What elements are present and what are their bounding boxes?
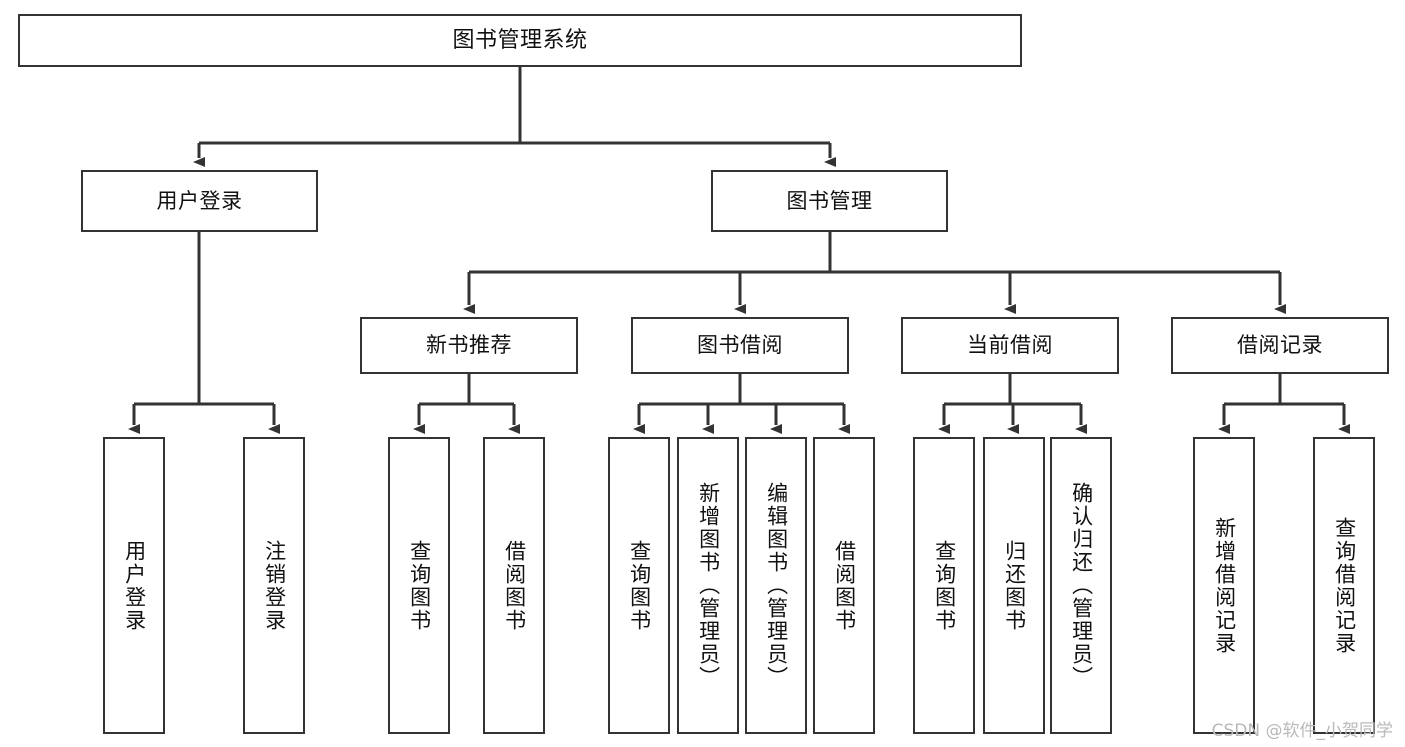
leaf-node[interactable]: 借阅图书 bbox=[483, 437, 545, 734]
node-new-book-recommend[interactable]: 新书推荐 bbox=[360, 317, 578, 374]
node-root[interactable]: 图书管理系统 bbox=[18, 14, 1022, 67]
leaf-node-label: 注销登录 bbox=[262, 539, 287, 632]
leaf-node-label: 借阅图书 bbox=[502, 539, 527, 632]
node-book-management-label: 图书管理 bbox=[786, 188, 873, 213]
leaf-node[interactable]: 借阅图书 bbox=[813, 437, 875, 734]
leaf-node-label: 确认归还（管理员） bbox=[1069, 482, 1094, 689]
node-user-login[interactable]: 用户登录 bbox=[81, 170, 318, 232]
node-book-borrow[interactable]: 图书借阅 bbox=[631, 317, 849, 374]
node-book-management[interactable]: 图书管理 bbox=[711, 170, 948, 232]
leaf-node[interactable]: 编辑图书（管理员） bbox=[745, 437, 807, 734]
leaf-node[interactable]: 查询图书 bbox=[913, 437, 975, 734]
leaf-node[interactable]: 用户登录 bbox=[103, 437, 165, 734]
leaf-node[interactable]: 查询图书 bbox=[608, 437, 670, 734]
node-current-borrow[interactable]: 当前借阅 bbox=[901, 317, 1119, 374]
node-borrow-record-label: 借阅记录 bbox=[1237, 333, 1323, 358]
leaf-node[interactable]: 归还图书 bbox=[983, 437, 1045, 734]
leaf-node-label: 借阅图书 bbox=[832, 539, 857, 632]
leaf-node-label: 新增借阅记录 bbox=[1212, 516, 1237, 655]
node-book-borrow-label: 图书借阅 bbox=[697, 333, 783, 358]
node-root-label: 图书管理系统 bbox=[452, 27, 588, 53]
leaf-node-label: 归还图书 bbox=[1002, 539, 1027, 632]
leaf-node[interactable]: 新增借阅记录 bbox=[1193, 437, 1255, 734]
leaf-node-label: 查询图书 bbox=[627, 539, 652, 632]
node-current-borrow-label: 当前借阅 bbox=[967, 333, 1053, 358]
node-borrow-record[interactable]: 借阅记录 bbox=[1171, 317, 1389, 374]
leaf-node-label: 编辑图书（管理员） bbox=[764, 482, 789, 689]
leaf-node-label: 查询借阅记录 bbox=[1332, 516, 1357, 655]
csdn-watermark: CSDN @软件_小贺同学 bbox=[1211, 721, 1393, 741]
leaf-node-label: 查询图书 bbox=[932, 539, 957, 632]
leaf-node[interactable]: 注销登录 bbox=[243, 437, 305, 734]
leaf-node[interactable]: 确认归还（管理员） bbox=[1050, 437, 1112, 734]
leaf-node-label: 查询图书 bbox=[407, 539, 432, 632]
leaf-node-label: 用户登录 bbox=[122, 539, 147, 632]
leaf-node[interactable]: 查询借阅记录 bbox=[1313, 437, 1375, 734]
node-user-login-label: 用户登录 bbox=[156, 188, 243, 213]
leaf-node[interactable]: 查询图书 bbox=[388, 437, 450, 734]
leaf-node-label: 新增图书（管理员） bbox=[696, 482, 721, 689]
leaf-node[interactable]: 新增图书（管理员） bbox=[677, 437, 739, 734]
node-new-book-recommend-label: 新书推荐 bbox=[426, 333, 512, 358]
